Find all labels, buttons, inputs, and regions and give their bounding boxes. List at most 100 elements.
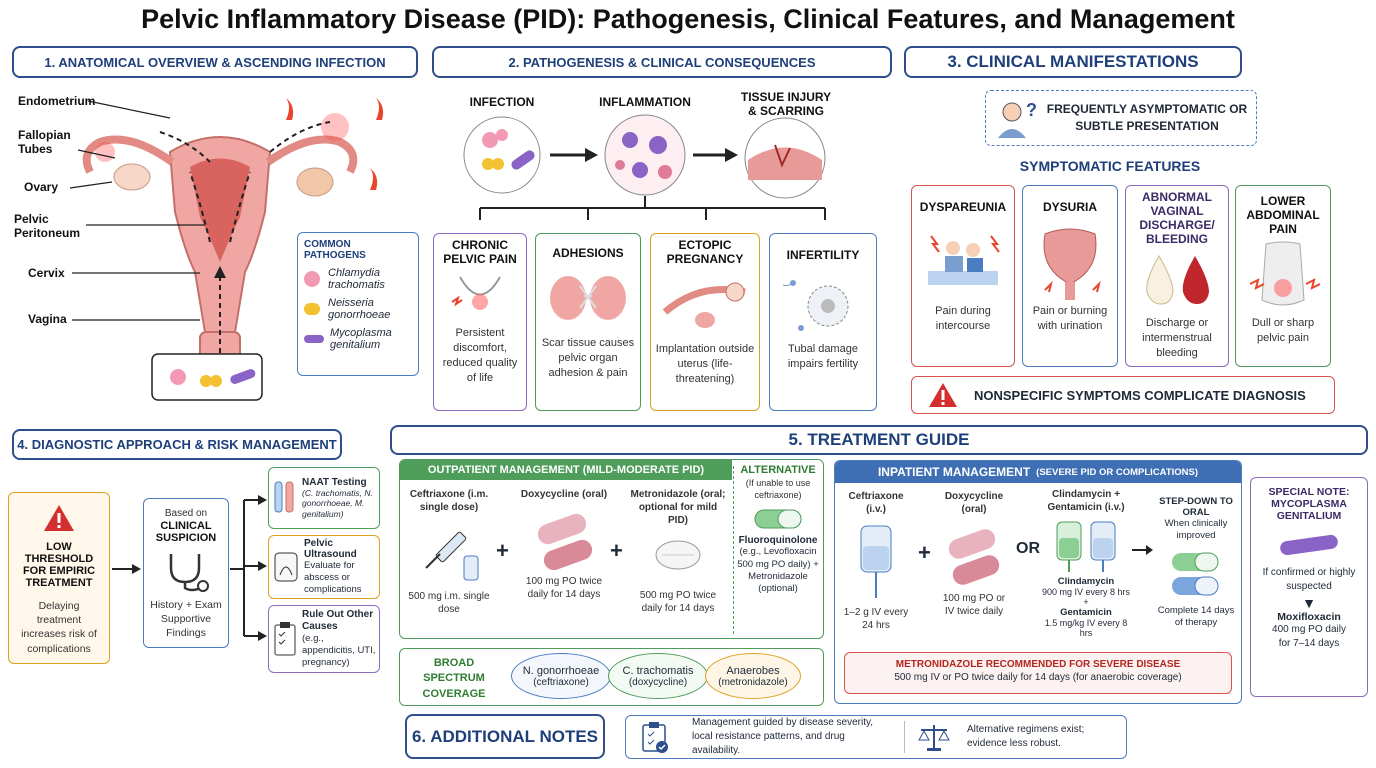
symptomatic-title: SYMPTOMATIC FEATURES [1019, 158, 1201, 174]
uterus-illustration [82, 98, 384, 401]
genta-dose-text: 1.5 mg/kg IV every 8 hrs [1044, 618, 1128, 638]
coverage-org: Anaerobes [726, 664, 780, 677]
card-ectopic-pregnancy: ECTOPIC PREGNANCY Implantation outside u… [650, 233, 760, 411]
stage-tissue-injury: TISSUE INJURY & SCARRING [740, 90, 832, 118]
clinda-dose-text: 900 mg IV every 8 hrs [1041, 587, 1131, 597]
genta-dose: Gentamicin [1060, 607, 1112, 618]
note-2: Alternative regimens exist; evidence les… [967, 724, 1085, 749]
card-lower-abdominal-pain: LOWER ABDOMINAL PAIN Dull or sharp pelvi… [1235, 185, 1331, 367]
special-dose: 400 mg PO daily for 7–14 days [1272, 624, 1346, 649]
pathogen-name: Chlamydia trachomatis [328, 267, 385, 291]
naat-title: NAAT Testing [302, 476, 367, 488]
pathogens-title: COMMON PATHOGENS [304, 239, 366, 261]
card-text: Persistent discomfort, reduced quality o… [442, 327, 518, 384]
nonspecific-warning: NONSPECIFIC SYMPTOMS COMPLICATE DIAGNOSI… [911, 376, 1335, 414]
note-1: Management guided by disease severity, l… [692, 717, 874, 756]
suspicion-text: History + Exam Supportive Findings [150, 599, 222, 640]
card-text: Dull or sharp pelvic pain [1251, 317, 1315, 344]
inpatient-sub: (SEVERE PID OR COMPLICATIONS) [1036, 466, 1199, 478]
mycoplasma-icon [1280, 534, 1338, 556]
pathogenesis-flow [463, 114, 826, 220]
stage-infection: INFECTION [469, 95, 535, 109]
section-2-heading: 2. PATHOGENESIS & CLINICAL CONSEQUENCES [432, 46, 892, 78]
coverage-gonorrhoeae: N. gonorrhoeae(ceftriaxone) [511, 653, 611, 699]
page-title: Pelvic Inflammatory Disease (PID): Patho… [141, 4, 1235, 34]
ultrasound-title: Pelvic Ultrasound [304, 538, 357, 561]
alternative-box: ALTERNATIVE (If unable to use ceftriaxon… [736, 464, 820, 596]
stethoscope-icon [169, 554, 209, 592]
iv-bag-icon [860, 525, 892, 598]
notes-box: Management guided by disease severity, l… [625, 715, 1127, 759]
inpatient-header: INPATIENT MANAGEMENT (SEVERE PID OR COMP… [835, 461, 1241, 483]
stepdown-box: STEP-DOWN TO ORAL When clinically improv… [1154, 496, 1238, 629]
pathogen-row: Chlamydia trachomatis [304, 267, 412, 291]
metro-text: 500 mg IV or PO twice daily for 14 days … [894, 672, 1182, 683]
section-4-heading: 4. DIAGNOSTIC APPROACH & RISK MANAGEMENT [12, 429, 342, 460]
card-chronic-pelvic-pain: CHRONIC PELVIC PAIN Persistent discomfor… [433, 233, 527, 411]
clinda-dose: Clindamycin [1057, 576, 1115, 587]
drug-name: Doxycycline (oral) [520, 489, 608, 500]
special-note-box: SPECIAL NOTE: MYCOPLASMA GENITALIUM If c… [1250, 477, 1368, 697]
green-capsule-icon [754, 509, 802, 529]
capsule-icon [537, 513, 593, 571]
card-title: DYSURIA [1042, 200, 1097, 214]
coverage-anaerobes: Anaerobes(metronidazole) [705, 653, 801, 699]
in-drug-ceftriaxone: Ceftriaxone (i.v.) 1–2 g IV every 24 hrs [838, 490, 914, 632]
rule-out-box: Rule Out Other Causes(e.g., appendicitis… [268, 605, 380, 673]
inpatient-box [834, 460, 1242, 704]
card-title: CHRONIC PELVIC PAIN [443, 238, 517, 266]
card-infertility: INFERTILITY Tubal damage impairs fertili… [769, 233, 877, 411]
card-title: ADHESIONS [552, 246, 624, 260]
drug-dose: 500 mg PO twice daily for 14 days [639, 590, 717, 614]
label-fallopian-tubes: Fallopian Tubes [18, 128, 71, 157]
card-abnormal-discharge: ABNORMAL VAGINAL DISCHARGE/ BLEEDING Dis… [1125, 185, 1229, 367]
ectopic-icon [662, 282, 746, 328]
alt-title: ALTERNATIVE [740, 464, 816, 476]
coverage-title: BROAD SPECTRUM COVERAGE [422, 657, 486, 700]
section-3-heading: 3. CLINICAL MANIFESTATIONS [904, 46, 1242, 78]
label-endometrium: Endometrium [18, 94, 96, 108]
test-tubes-icon [274, 481, 294, 513]
card-text: Scar tissue causes pelvic organ adhesion… [541, 337, 635, 379]
alt-text: (e.g., Levofloxacin 500 mg PO daily) + M… [737, 546, 819, 595]
drug-name: Ceftriaxone (i.m. single dose) [409, 489, 489, 513]
gonorrhoeae-icon [304, 303, 320, 315]
iv-bags-icon [1056, 521, 1116, 572]
svg-text:?: ? [1026, 100, 1037, 120]
empiric-treatment-box: LOW THRESHOLD FOR EMPIRIC TREATMENT Dela… [8, 492, 110, 664]
tablet-icon [655, 540, 701, 570]
clipboard-check-icon [642, 722, 668, 753]
mycoplasma-icon [304, 335, 324, 343]
drug-dose: 100 mg PO twice daily for 14 days [525, 576, 603, 600]
rule-out-text: (e.g., appendicitis, UTI, pregnancy) [302, 633, 376, 668]
adhesion-icon [550, 276, 626, 320]
alternative-divider [733, 466, 734, 634]
warning-text: NONSPECIFIC SYMPTOMS COMPLICATE DIAGNOSI… [974, 387, 1306, 403]
card-dyspareunia: DYSPAREUNIA Pain during intercourse [911, 185, 1015, 367]
down-arrow-icon: ▼ [1302, 595, 1316, 611]
card-title: DYSPAREUNIA [919, 200, 1007, 214]
bladder-icon [1043, 228, 1101, 300]
coverage-drug: (ceftriaxone) [533, 676, 589, 688]
card-text: Implantation outside uterus (life-threat… [655, 343, 755, 385]
naat-box: NAAT Testing(C. trachomatis, N. gonorrho… [268, 467, 380, 529]
card-title: LOWER ABDOMINAL PAIN [1246, 194, 1320, 236]
label-vagina: Vagina [28, 312, 67, 326]
coverage-drug: (metronidazole) [718, 676, 788, 688]
suspicion-title: CLINICAL SUSPICION [155, 520, 217, 544]
out-drug-doxycycline: Doxycycline (oral) 100 mg PO twice daily… [516, 488, 612, 601]
out-drug-ceftriaxone: Ceftriaxone (i.m. single dose) 500 mg i.… [404, 488, 494, 616]
stepdown-sub: When clinically improved [1164, 518, 1228, 542]
outpatient-box [399, 459, 824, 639]
abdomen-icon [1249, 241, 1321, 306]
special-title: SPECIAL NOTE: MYCOPLASMA GENITALIUM [1268, 486, 1350, 522]
egg-sperm-icon [782, 280, 849, 331]
warning-icon [929, 383, 957, 407]
chlamydia-icon [304, 271, 320, 287]
coverage-trachomatis: C. trachomatis(doxycycline) [608, 653, 708, 699]
section-6-heading: 6. ADDITIONAL NOTES [405, 714, 605, 759]
section-1-heading: 1. ANATOMICAL OVERVIEW & ASCENDING INFEC… [12, 46, 418, 78]
